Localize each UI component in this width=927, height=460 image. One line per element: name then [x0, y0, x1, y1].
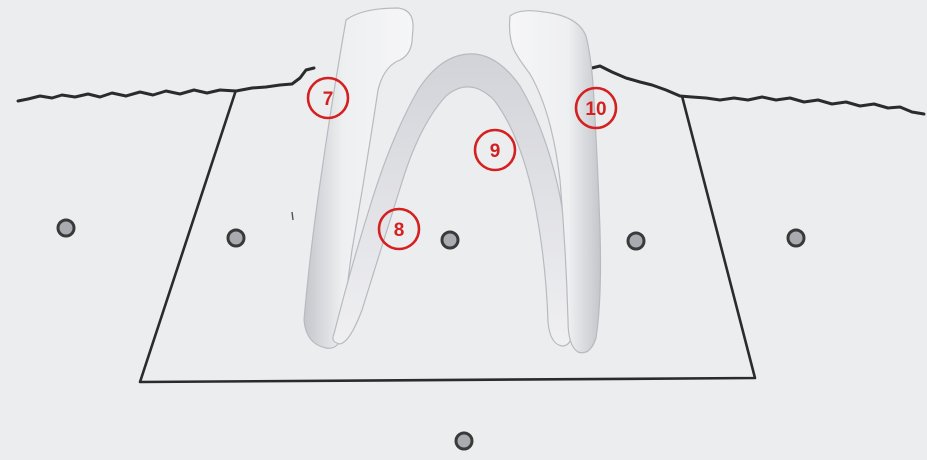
marker-9: 9: [475, 130, 515, 170]
peg-1: [58, 220, 74, 236]
marker-8-label: 8: [394, 220, 405, 241]
ground-line-left: [18, 68, 314, 101]
ground-line-right: [592, 66, 924, 114]
stray-mark: [292, 212, 293, 220]
marker-9-label: 9: [490, 141, 501, 162]
peg-6: [456, 433, 472, 449]
peg-4: [628, 233, 644, 249]
marker-7-label: 7: [323, 89, 334, 110]
peg-3: [442, 232, 458, 248]
marker-10-label: 10: [585, 99, 606, 120]
peg-2: [228, 230, 244, 246]
peg-5: [788, 230, 804, 246]
